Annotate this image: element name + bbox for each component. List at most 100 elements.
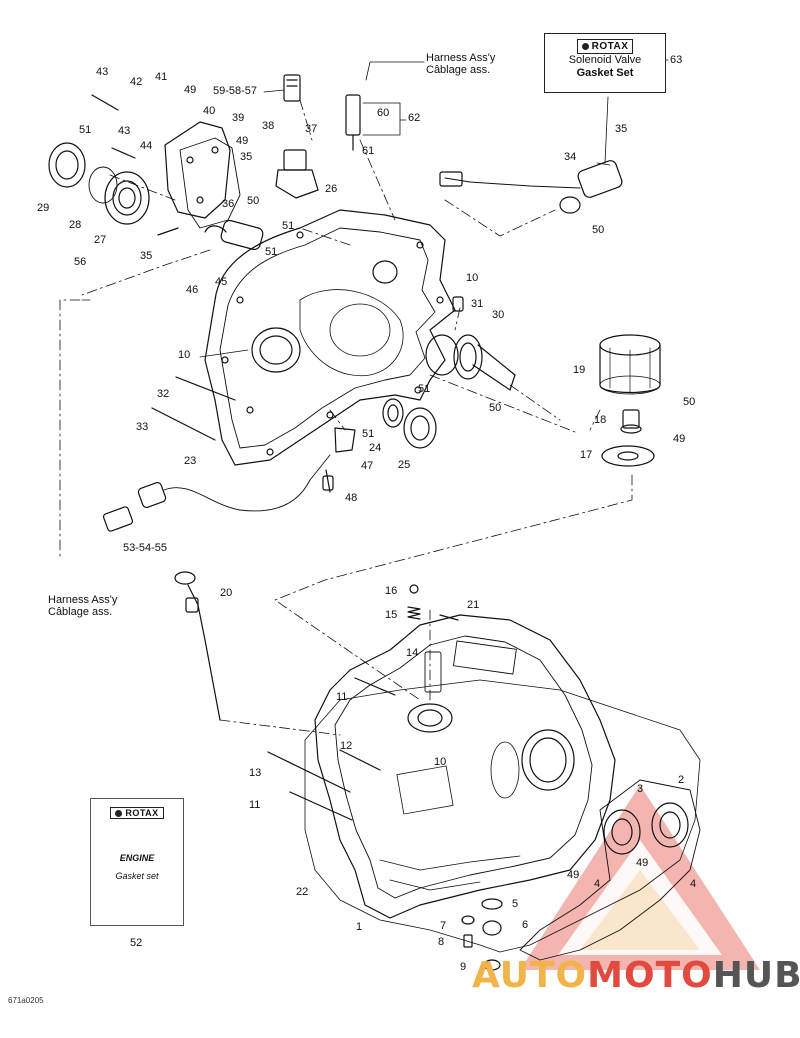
callout-62: 62 [408, 112, 421, 124]
callout-50d: 50 [489, 402, 502, 414]
callout-50b: 50 [592, 224, 605, 236]
dipstick-20 [174, 571, 221, 721]
watermark-part3: HUB [712, 955, 800, 996]
relief-valve [407, 584, 442, 693]
callout-10c: 10 [434, 756, 447, 768]
engine-box-line2: Gasket set [115, 871, 159, 881]
callout-31: 31 [471, 298, 484, 310]
rotax-brand: ROTAX [591, 41, 629, 52]
watermark: AUTOMOTOHUB [472, 955, 800, 996]
callout-27: 27 [94, 234, 107, 246]
callout-60: 60 [377, 107, 390, 119]
callout-49: 49 [184, 84, 197, 96]
engine-box-line1: ENGINE [119, 853, 155, 863]
gasket-17 [601, 445, 655, 467]
callout-22: 22 [296, 886, 309, 898]
callout-42: 42 [130, 76, 143, 88]
bearing-assembly-left [48, 142, 150, 225]
callout-50: 50 [247, 195, 260, 207]
callout-26: 26 [325, 183, 338, 195]
callout-11: 11 [336, 691, 348, 703]
callout-43: 43 [96, 66, 109, 78]
harness-left-line1: Harness Ass'y [48, 594, 118, 606]
callout-28: 28 [69, 219, 82, 231]
callout-5: 5 [512, 898, 519, 910]
upper-crankcase-cover [204, 209, 456, 466]
sensor-37 [275, 149, 319, 199]
harness-left-line2: Câblage ass. [48, 606, 113, 618]
rotax-logo-engine: ROTAX [110, 807, 164, 819]
callout-56: 56 [74, 256, 87, 268]
callout-33: 33 [136, 421, 149, 433]
drain-plug-parts [461, 898, 503, 971]
oil-filter-19 [599, 334, 661, 395]
bearings-24-25 [382, 398, 437, 449]
callout-47: 47 [361, 460, 374, 472]
harness-top-line1: Harness Ass'y [426, 52, 496, 64]
callout-44: 44 [140, 140, 153, 152]
sensor-53 [102, 454, 331, 532]
callout-51b: 51 [282, 220, 295, 232]
solenoid-gasket-set-box: ROTAX Solenoid Valve Gasket Set [544, 33, 666, 93]
callout-51: 51 [79, 124, 92, 136]
callout-23: 23 [184, 455, 197, 467]
callout-10b: 10 [466, 272, 479, 284]
callout-46: 46 [186, 284, 199, 296]
callout-37: 37 [305, 123, 318, 135]
callout-19: 19 [573, 364, 586, 376]
callout-15: 15 [385, 609, 398, 621]
dashed-assembly-lines [59, 99, 633, 736]
callout-7: 7 [440, 920, 447, 932]
watermark-part2: MOTO [587, 955, 713, 996]
callout-63: 63 [670, 54, 683, 66]
callout-1: 1 [356, 921, 363, 933]
callout-21: 21 [467, 599, 480, 611]
callout-8: 8 [438, 936, 445, 948]
callout-20: 20 [220, 587, 233, 599]
callout-10: 10 [178, 349, 191, 361]
bolts [91, 94, 459, 821]
drawing-code: 671a0205 [8, 996, 44, 1005]
callout-25: 25 [398, 459, 411, 471]
rotax-brand-engine: ROTAX [125, 808, 159, 818]
callout-6: 6 [522, 919, 529, 931]
callout-49d: 49 [567, 869, 580, 881]
callout-11b: 11 [249, 799, 261, 811]
callout-9: 9 [460, 961, 467, 973]
filter-nipple-18 [620, 409, 642, 434]
sensor-36 [204, 219, 264, 251]
callout-3: 3 [637, 783, 644, 795]
harness-left-label: Harness Ass'y Câblage ass. [48, 594, 117, 618]
watermark-triangle-logo [520, 785, 760, 970]
callout-50c: 50 [683, 396, 696, 408]
callout-43b: 43 [118, 125, 131, 137]
callout-36: 36 [222, 198, 235, 210]
callout-49e: 49 [636, 857, 649, 869]
watermark-part1: AUTO [472, 955, 588, 996]
bracket-47 [322, 427, 356, 493]
engine-gasket-set-box: ROTAX ENGINE Gasket set [90, 798, 184, 926]
callout-17: 17 [580, 449, 593, 461]
callout-40: 40 [203, 105, 216, 117]
callout-51e: 51 [362, 428, 375, 440]
cover-plate-40 [164, 121, 241, 229]
callout-34: 34 [564, 151, 577, 163]
lower-crankcase [314, 614, 616, 919]
connector-59 [283, 74, 301, 102]
side-cover-right [519, 779, 701, 961]
callout-52: 52 [130, 937, 143, 949]
solenoid-box-line1: Solenoid Valve [568, 54, 642, 66]
callout-61: 61 [362, 145, 375, 157]
harness-top-line2: Câblage ass. [426, 64, 491, 76]
callout-51d: 51 [418, 383, 431, 395]
connector-60 [345, 94, 361, 151]
callout-48: 48 [345, 492, 358, 504]
callout-38: 38 [262, 120, 275, 132]
harness-top-label: Harness Ass'y Câblage ass. [426, 52, 495, 76]
callout-51c: 51 [265, 246, 278, 258]
callout-30: 30 [492, 309, 505, 321]
callout-16: 16 [385, 585, 398, 597]
callout-49c: 49 [673, 433, 686, 445]
